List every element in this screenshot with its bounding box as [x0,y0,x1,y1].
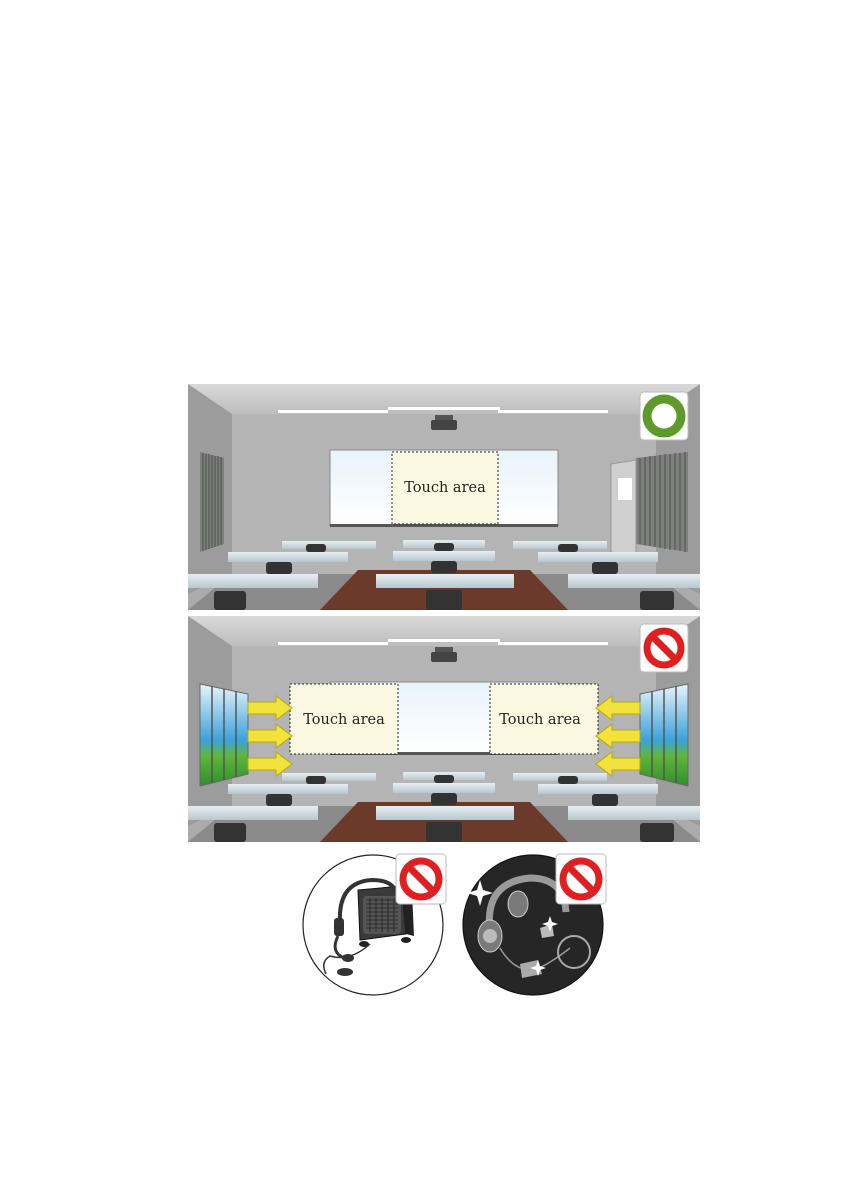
sunlight-arrows-left [248,696,292,776]
right-sunny-window [640,684,688,786]
prohibited-icon [640,624,688,672]
touch-area-label: Touch area [404,480,486,496]
wireless-microphone-device [300,852,446,998]
left-sunny-window [200,684,248,786]
green-ring-icon [640,392,688,440]
classroom-scene-allowed: Touch area [188,384,700,610]
touch-area-label-left: Touch area [303,712,385,728]
headphones-accessories-device [460,852,606,998]
prohibited-icon [394,852,448,910]
classroom-scene-sunlight: Touch area Touch area [188,616,700,842]
left-window-blinds [200,452,224,552]
right-window-blinds [636,452,688,552]
touch-area-label-right: Touch area [499,712,581,728]
prohibited-icon [554,852,608,910]
sunlight-arrows-right [596,696,640,776]
